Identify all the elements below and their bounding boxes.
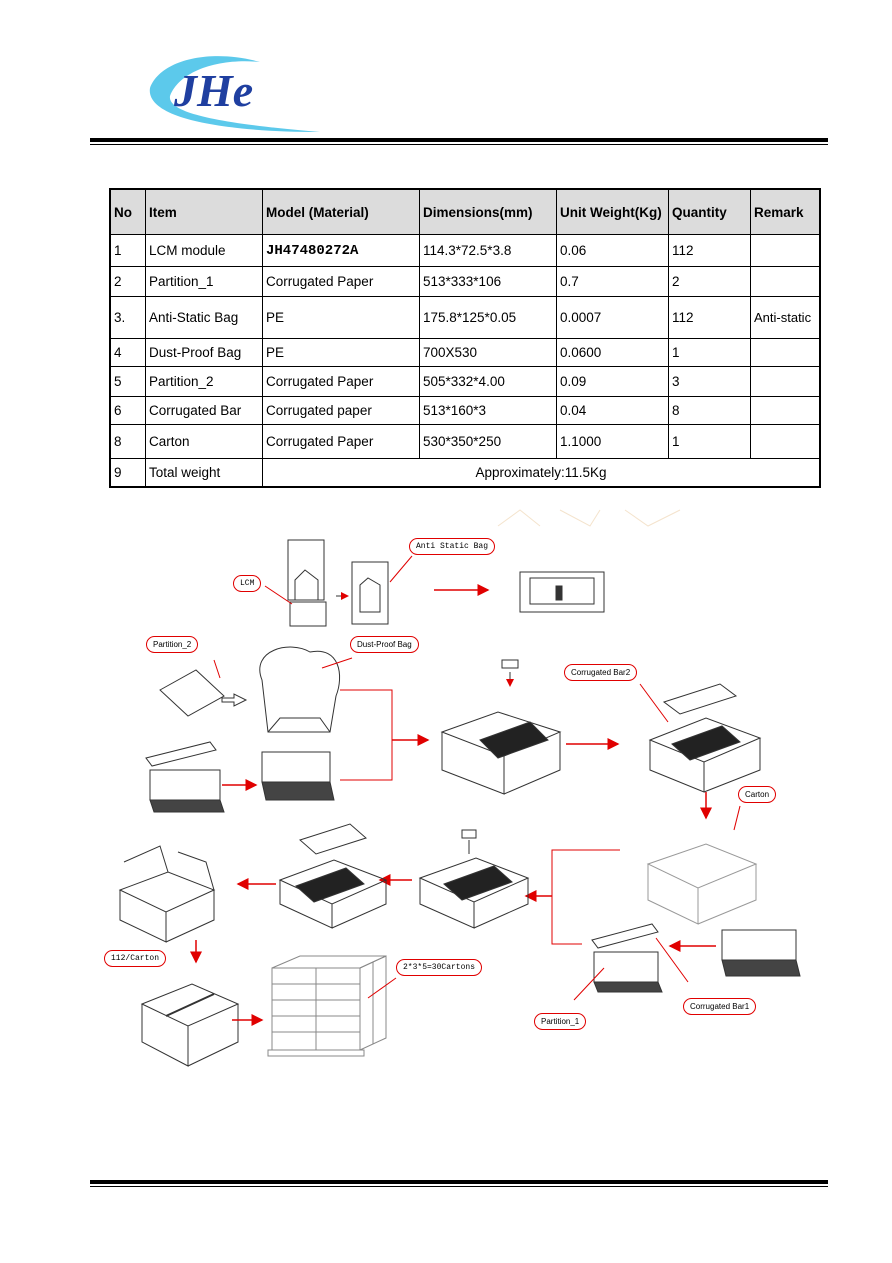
table-row: 2 Partition_1 Corrugated Paper 513*333*1… xyxy=(109,266,821,297)
table-row: 1 LCM module JH47480272A 114.3*72.5*3.8 … xyxy=(109,234,821,267)
col-no: No xyxy=(109,188,146,235)
col-quantity: Quantity xyxy=(668,188,751,235)
col-item: Item xyxy=(145,188,263,235)
footer-rule xyxy=(90,1180,828,1184)
callout-carton: Carton xyxy=(738,786,777,803)
callout-partition-2: Partition_2 xyxy=(146,636,199,653)
header-rule-thin xyxy=(90,144,828,145)
pallet-stack xyxy=(267,955,387,1057)
callout-corrugated-bar2: Corrugated Bar2 xyxy=(564,664,638,681)
table-row: 5 Partition_2 Corrugated Paper 505*332*4… xyxy=(109,366,821,397)
sealed-carton xyxy=(140,983,240,1067)
table-row: 6 Corrugated Bar Corrugated paper 513*16… xyxy=(109,396,821,425)
callout-dust-proof-bag: Dust-Proof Bag xyxy=(350,636,419,653)
partition-stacks xyxy=(145,741,335,813)
carton-outline xyxy=(646,843,758,925)
open-box-2 xyxy=(648,683,762,793)
packing-diagram xyxy=(118,509,801,1067)
callout-per-carton: 112/Carton xyxy=(104,950,167,967)
company-logo: JHe xyxy=(149,56,320,132)
logo-text: JHe xyxy=(173,65,253,116)
packing-table: No Item Model (Material) Dimensions(mm) … xyxy=(109,188,821,488)
open-box-4 xyxy=(278,823,388,929)
dust-bag-step xyxy=(159,646,341,733)
callout-anti-static-bag: Anti Static Bag xyxy=(409,538,496,555)
partition-assembly xyxy=(591,923,801,993)
table-header-row: No Item Model (Material) Dimensions(mm) … xyxy=(109,188,821,235)
lcm-bagging-step xyxy=(287,539,605,627)
callout-partition-1: Partition_1 xyxy=(534,1013,587,1030)
col-remark: Remark xyxy=(750,188,821,235)
footer-rule-thin xyxy=(90,1186,828,1187)
header-rule xyxy=(90,138,828,142)
table-total-row: 9 Total weight Approximately:11.5Kg xyxy=(109,458,821,487)
col-model: Model (Material) xyxy=(262,188,420,235)
total-weight-value: Approximately:11.5Kg xyxy=(262,458,821,487)
callout-lcm: LCM xyxy=(233,575,262,592)
table-row: 8 Carton Corrugated Paper 530*350*250 1.… xyxy=(109,424,821,459)
open-box-5 xyxy=(118,845,216,943)
watermark-marks xyxy=(497,509,681,527)
open-box-1 xyxy=(440,659,562,795)
col-unit-weight: Unit Weight(Kg) xyxy=(556,188,669,235)
open-box-3 xyxy=(418,829,530,929)
table-row: 4 Dust-Proof Bag PE 700X530 0.0600 1 xyxy=(109,338,821,367)
col-dimensions: Dimensions(mm) xyxy=(419,188,557,235)
callout-corrugated-bar1: Corrugated Bar1 xyxy=(683,998,757,1015)
table-row: 3. Anti-Static Bag PE 175.8*125*0.05 0.0… xyxy=(109,296,821,339)
callout-pallet-count: 2*3*5=30Cartons xyxy=(396,959,483,976)
